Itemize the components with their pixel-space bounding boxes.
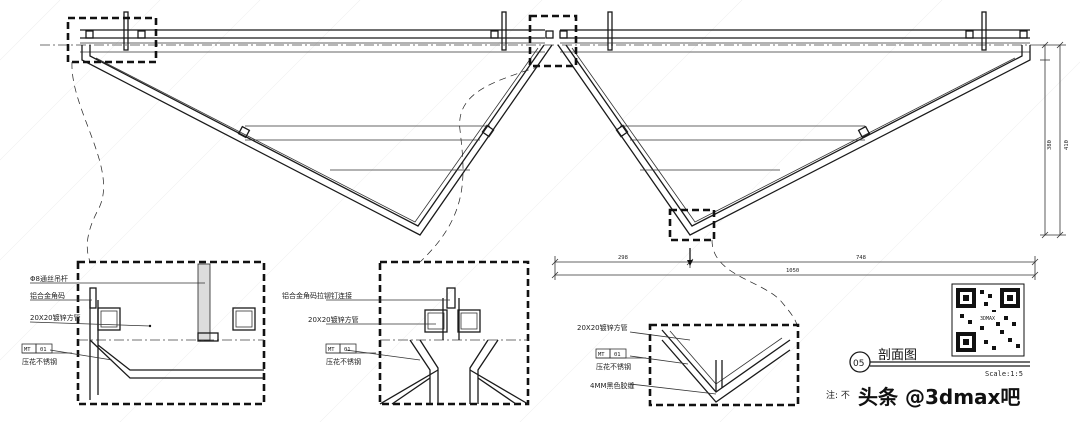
tag3-code: MT xyxy=(598,352,605,358)
label-tube-c: 20X20镀锌方管 xyxy=(577,323,628,332)
qr-caption: 3DMAX xyxy=(980,316,995,322)
label-rod: Φ8通丝吊杆 xyxy=(30,274,68,283)
top-square-tubes xyxy=(85,30,1028,39)
detail-box-1 xyxy=(29,260,266,406)
left-v-frame xyxy=(81,44,553,236)
material-tag-1: MT 01 压花不锈钢 xyxy=(21,343,72,366)
qr-code xyxy=(951,283,1025,357)
material-tag-2: MT 01 压花不锈钢 xyxy=(325,343,376,366)
leader-center xyxy=(419,65,541,263)
ceiling-top-line xyxy=(40,29,1045,53)
label-black-glue: 4MM黑色胶缝 xyxy=(590,381,635,390)
tag1-desc: 压花不锈钢 xyxy=(22,357,57,366)
dim-height-inner: 380 xyxy=(1047,140,1053,150)
detail-box-3 xyxy=(629,323,800,407)
dim-left: 298 xyxy=(618,255,628,261)
dim-height-outer: 410 xyxy=(1064,140,1070,150)
title-block xyxy=(849,351,1030,373)
callout-box-bottom xyxy=(668,208,716,242)
tag3-num: 01 xyxy=(614,352,621,358)
label-angle-code: 铝合金角码 xyxy=(30,291,65,300)
leader-bottom xyxy=(711,239,798,326)
tag2-desc: 压花不锈钢 xyxy=(326,357,361,366)
dim-right: 748 xyxy=(856,255,866,261)
callout-box-center xyxy=(528,14,578,68)
label-tube-a: 20X20镀锌方管 xyxy=(30,313,81,322)
height-dimension xyxy=(1040,41,1066,239)
hanger-rods xyxy=(123,11,987,51)
detail-box-2 xyxy=(326,260,530,406)
label-tube-b: 20X20镀锌方管 xyxy=(308,315,359,324)
scale-text: Scale:1:5 xyxy=(985,370,1023,378)
leader-left xyxy=(71,61,104,263)
tag1-num: 01 xyxy=(40,347,47,353)
note-text: 注: 不 xyxy=(826,389,850,401)
label-angle-rivet: 铝合金角码拉铆钉连接 xyxy=(282,291,352,300)
dim-total: 1050 xyxy=(786,268,799,274)
tag2-num: 01 xyxy=(344,347,351,353)
title-number: 05 xyxy=(853,359,864,369)
tag3-desc: 压花不锈钢 xyxy=(596,362,631,371)
callout-box-left xyxy=(66,16,158,64)
tag1-code: MT xyxy=(24,347,31,353)
tag2-code: MT xyxy=(328,347,335,353)
title-text: 剖面图 xyxy=(878,348,917,363)
material-tag-3: MT 01 压花不锈钢 xyxy=(595,348,646,371)
watermark: 头条 @3dmax吧 xyxy=(858,385,1020,409)
horizontal-dimension xyxy=(551,248,1039,280)
right-v-frame xyxy=(557,44,1031,236)
